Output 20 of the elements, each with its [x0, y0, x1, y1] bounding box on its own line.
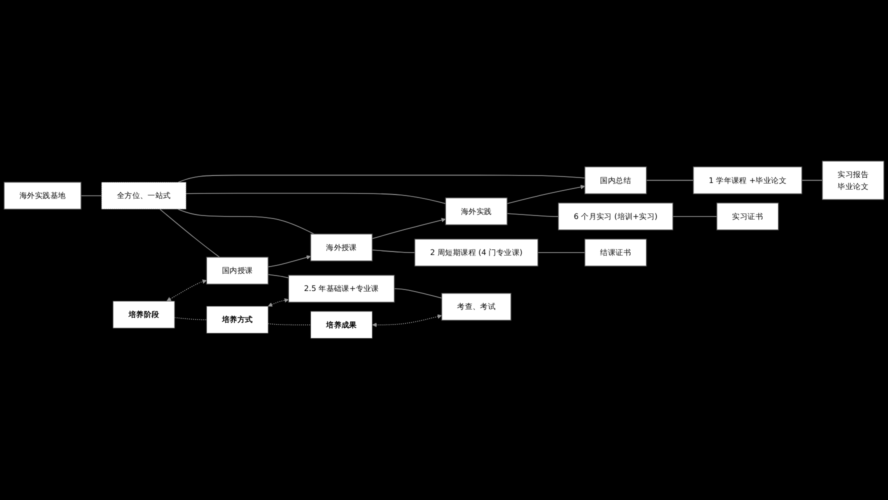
connector: [538, 252, 586, 254]
connector: [268, 323, 312, 326]
connector: [186, 193, 446, 204]
arrow: [268, 298, 289, 307]
connector: [178, 175, 586, 183]
arrow: [268, 256, 311, 268]
connector: [394, 288, 442, 299]
arrow: [372, 314, 442, 328]
connector: [174, 318, 207, 320]
connector: [801, 180, 823, 181]
connector: [177, 209, 314, 235]
connector: [506, 213, 559, 218]
connector: [646, 180, 694, 181]
connector: [160, 209, 220, 258]
arrow: [166, 280, 207, 302]
arrow: [372, 218, 446, 240]
arrow: [506, 185, 586, 204]
connector: [372, 250, 416, 254]
connector: [268, 274, 289, 279]
connector: [672, 216, 718, 218]
